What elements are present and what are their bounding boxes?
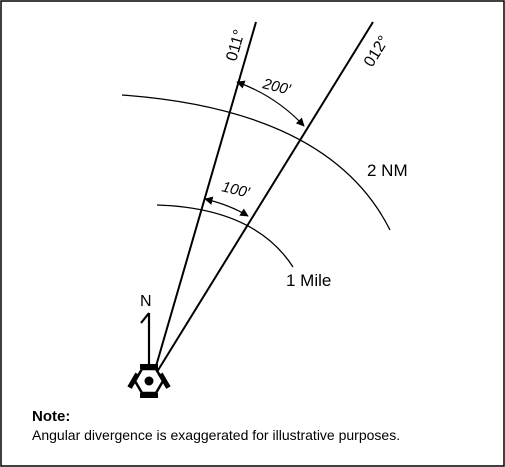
- note-block: Note: Angular divergence is exaggerated …: [32, 408, 492, 444]
- north-arrow-icon: [140, 312, 151, 372]
- note-title: Note:: [32, 408, 71, 425]
- separation-arrow-100: [204, 196, 249, 217]
- arc-2nm: [121, 94, 391, 231]
- vor-station-icon: [127, 364, 171, 398]
- note-body: Angular divergence is exaggerated for il…: [32, 427, 401, 443]
- radial-label-012: 012°: [361, 33, 393, 70]
- separation-arrow-200: [236, 80, 305, 127]
- range-label-2nm: 2 NM: [367, 161, 408, 180]
- radial-012-line: [151, 21, 374, 381]
- range-label-1mile: 1 Mile: [286, 271, 331, 290]
- separation-label-200: 200′: [260, 75, 293, 99]
- separation-label-100: 100′: [220, 178, 252, 202]
- radial-011-line: [151, 21, 257, 381]
- arc-1mile: [156, 204, 294, 268]
- north-label: N: [140, 293, 152, 310]
